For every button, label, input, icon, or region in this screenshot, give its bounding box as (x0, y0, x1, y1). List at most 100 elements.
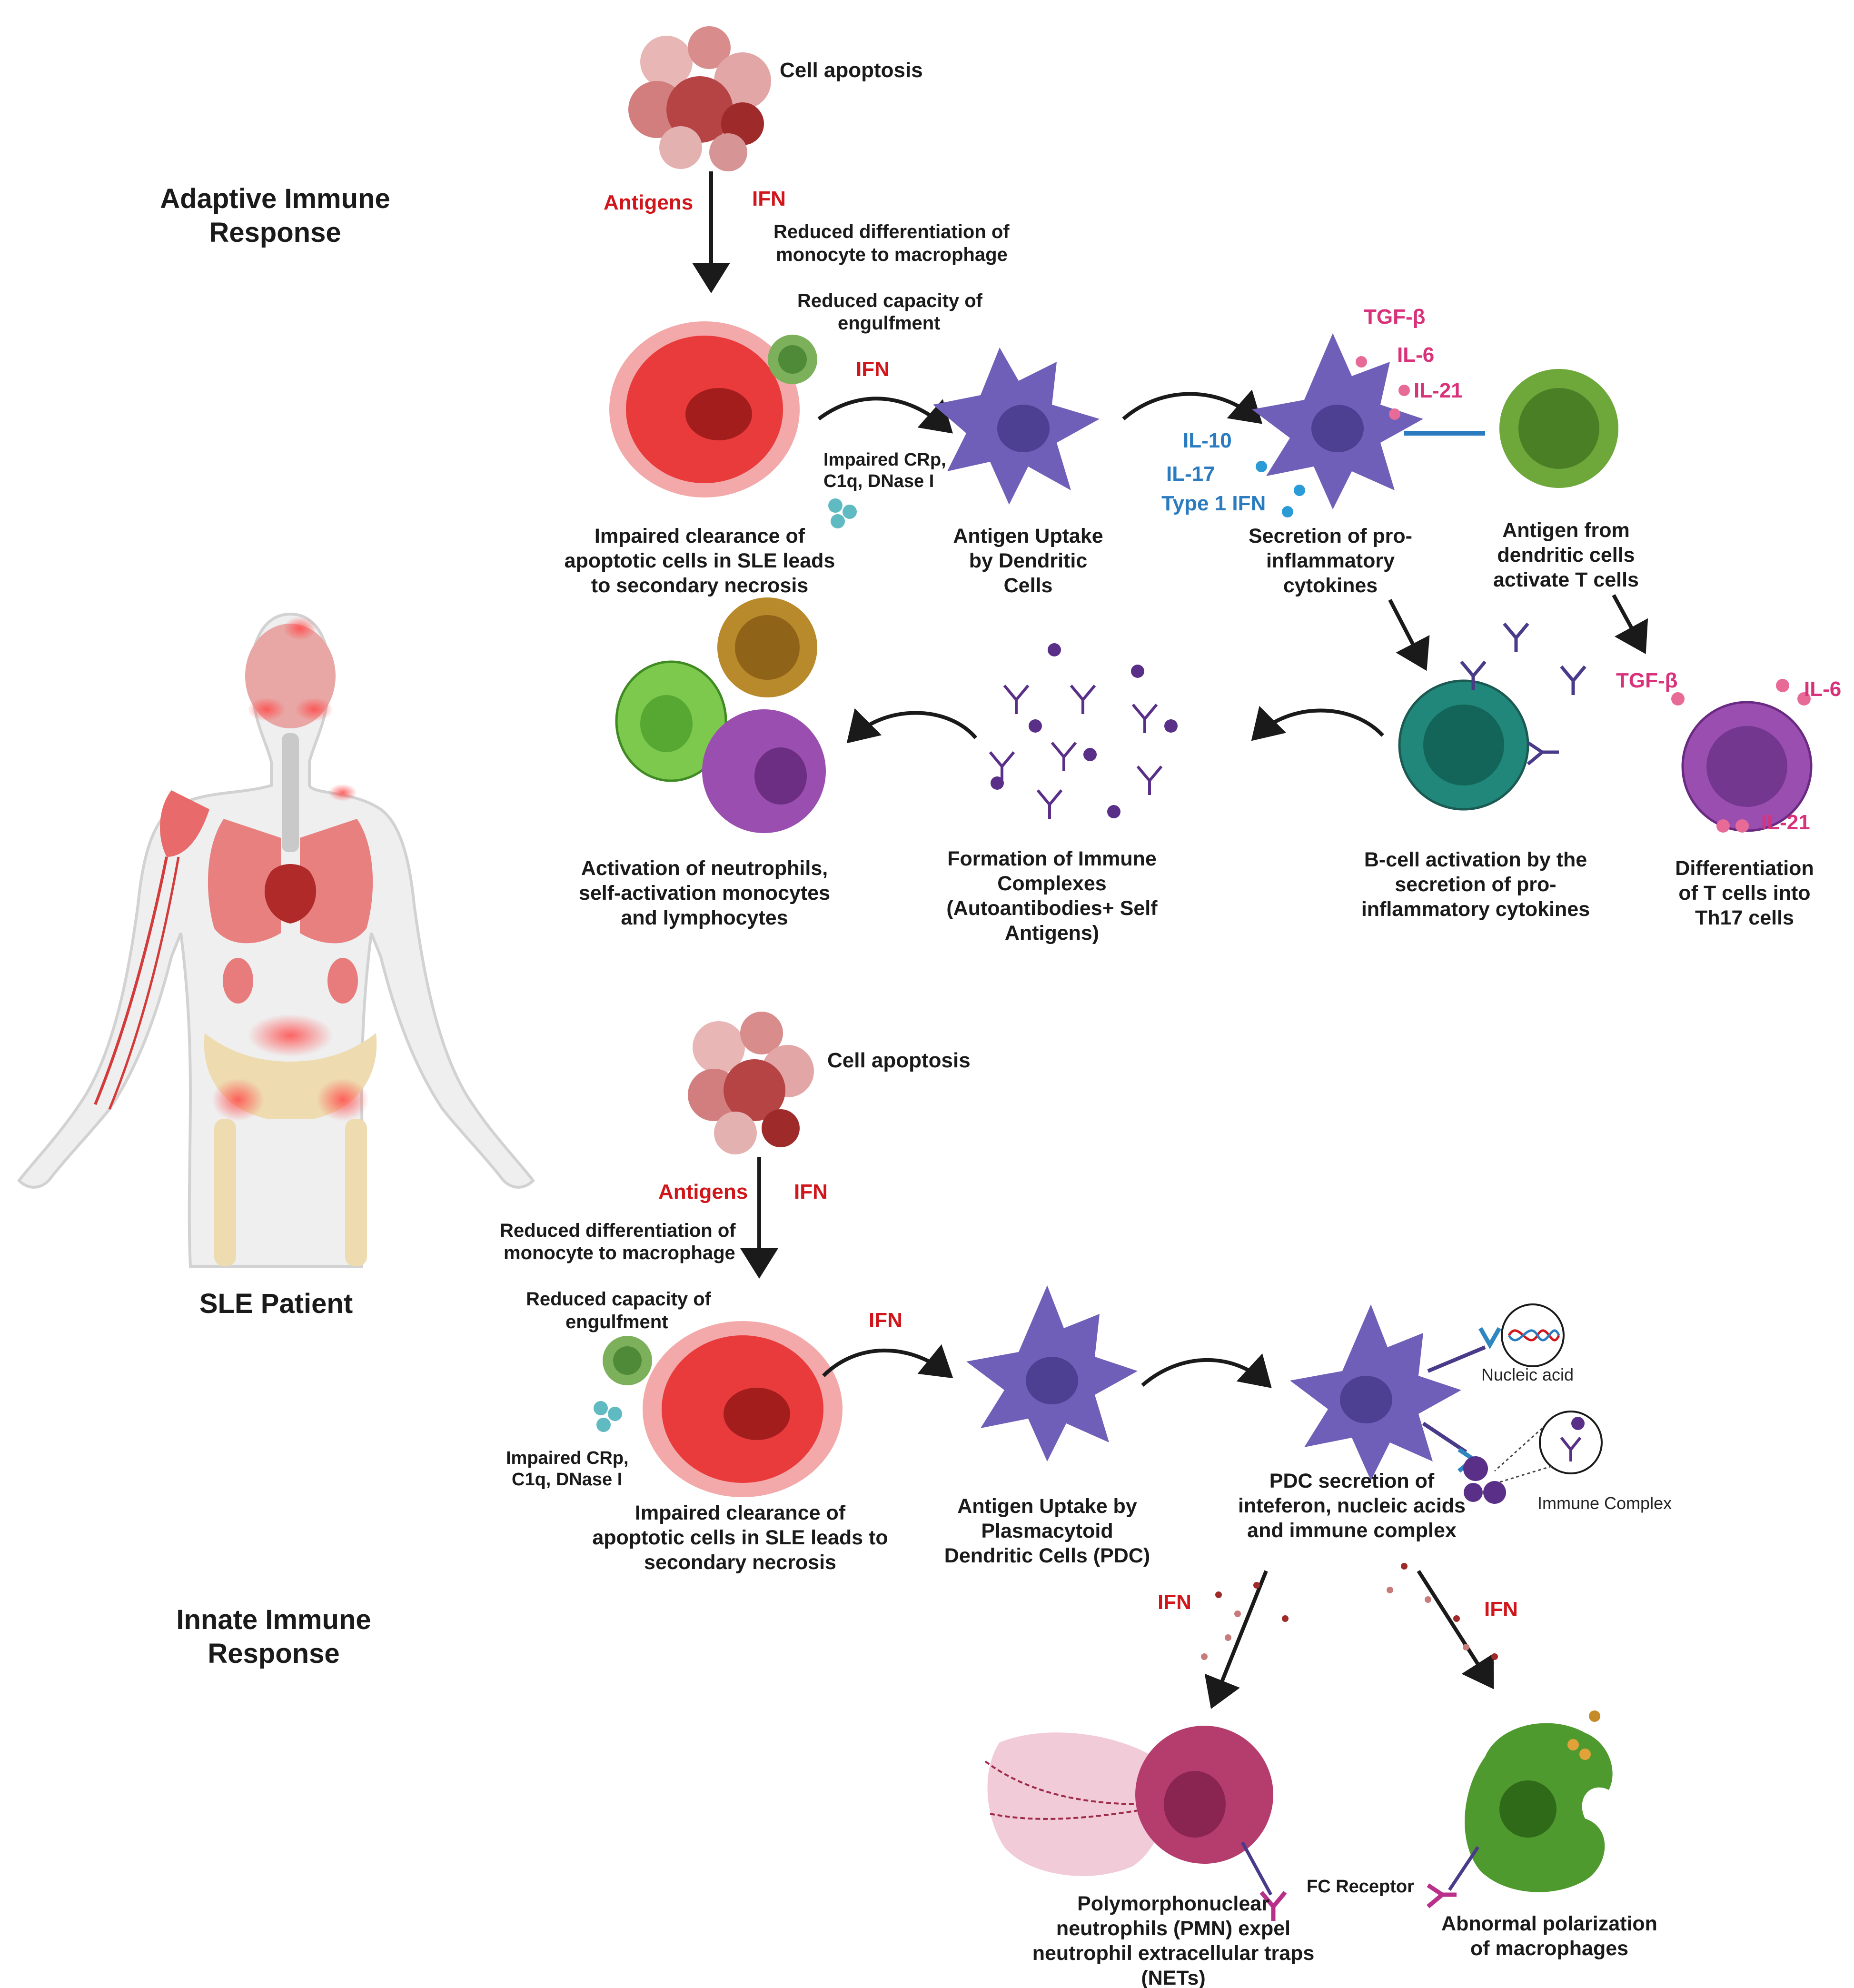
ifn-label-bottom-3: IFN (1158, 1590, 1191, 1614)
arrow-secretion-to-bcell (1388, 599, 1430, 671)
il6-label-top: IL-6 (1397, 343, 1434, 367)
reduced-capacity-bottom-line1: Reduced capacity of (526, 1289, 712, 1310)
apoptotic-cell-top (628, 26, 771, 171)
antigen-uptake-line1: Antigen Uptake (953, 525, 1103, 547)
il10-label: IL-10 (1183, 429, 1232, 452)
macrophage-line2: of macrophages (1470, 1937, 1628, 1960)
arrow-dc-to-dc2 (1122, 389, 1263, 424)
bcell-line3: inflammatory cytokines (1361, 898, 1590, 921)
activation-line1: Activation of neutrophils, (581, 857, 828, 880)
il17-label: IL-17 (1166, 462, 1215, 486)
antigens-label-top: Antigens (604, 191, 693, 214)
antigen-from-line1: Antigen from (1502, 519, 1630, 542)
arrow-complex-to-cells (846, 708, 978, 744)
necrotic-cell-top (609, 321, 817, 497)
il21-label-th17: IL-21 (1761, 811, 1810, 834)
crp-particles-top (828, 498, 857, 528)
ifn-particles-bottom (1201, 1563, 1498, 1660)
tgf-label-th17: TGF-β (1616, 669, 1678, 692)
reduced-diff-line1: Reduced differentiation of (773, 221, 1010, 242)
dendritic-cell-2 (1252, 333, 1485, 509)
dendritic-cell-1 (933, 348, 1100, 505)
pdc-line3: and immune complex (1247, 1519, 1457, 1542)
antigen-uptake-line2: by Dendritic (969, 549, 1088, 572)
impaired-crp-bottom-line2: C1q, DNase I (512, 1470, 622, 1490)
impaired-clearance-line1: Impaired clearance of (595, 525, 805, 547)
ifn-label-bottom-2: IFN (869, 1309, 902, 1332)
apoptotic-cell-bottom (688, 1012, 814, 1154)
type1ifn-label: Type 1 IFN (1161, 492, 1266, 515)
tgf-label-top: TGF-β (1364, 305, 1426, 328)
pmn-line3: neutrophil extracellular traps (1032, 1942, 1315, 1965)
differentiation-line2: of T cells into (1678, 882, 1810, 905)
cytokine-dots-blue-top (1256, 461, 1305, 517)
b-cell (1398, 622, 1586, 811)
secretion-line2: inflammatory (1266, 549, 1395, 572)
impaired-crp-bottom-line1: Impaired CRp, (506, 1448, 629, 1468)
reduced-diff-bottom-line2: monocyte to macrophage (504, 1242, 735, 1263)
dendritic-cell-3 (966, 1285, 1138, 1461)
pmn-line1: Polymorphonuclear (1077, 1892, 1269, 1915)
arrow-pdc-to-pmn (1204, 1570, 1268, 1709)
antigen-from-line3: activate T cells (1493, 568, 1639, 591)
antigen-uptake-bottom-line1: Antigen Uptake by (957, 1495, 1137, 1518)
immune-complex-icon (1463, 1411, 1603, 1504)
reduced-diff-bottom-line1: Reduced differentiation of (500, 1220, 736, 1241)
il21-label-top: IL-21 (1414, 379, 1463, 402)
ifn-label-2: IFN (856, 358, 890, 381)
pdc-line2: inteferon, nucleic acids (1238, 1494, 1466, 1517)
arrow-bcell-to-complex (1251, 706, 1384, 741)
immune-complexes (989, 643, 1178, 819)
antigen-uptake-line3: Cells (1004, 574, 1053, 597)
formation-line3: (Autoantibodies+ Self (946, 897, 1158, 920)
innate-heading-line2: Response (208, 1638, 339, 1669)
impaired-clearance-bottom-line2: apoptotic cells in SLE leads to (592, 1526, 888, 1549)
arrow-dc-to-pdc (1141, 1353, 1272, 1388)
th17-cell (1671, 679, 1813, 833)
immune-complex-label: Immune Complex (1537, 1493, 1672, 1513)
arrow-necrosis-to-dc (817, 397, 953, 434)
impaired-crp-line2: C1q, DNase I (823, 471, 934, 491)
immune-cells-cluster (615, 597, 826, 833)
crp-particles-bottom (594, 1401, 622, 1432)
formation-line1: Formation of Immune (947, 847, 1157, 870)
t-cell (1499, 369, 1618, 488)
ifn-label-bottom-4: IFN (1484, 1598, 1518, 1621)
impaired-clearance-bottom-line3: secondary necrosis (644, 1551, 836, 1574)
pmn-line4: (NETs) (1141, 1967, 1205, 1988)
antigen-from-line2: dendritic cells (1497, 544, 1635, 567)
antigen-uptake-bottom-line3: Dendritic Cells (PDC) (944, 1544, 1150, 1567)
ifn-label-bottom: IFN (794, 1180, 828, 1203)
bcell-line1: B-cell activation by the (1364, 848, 1587, 871)
reduced-capacity-line1: Reduced capacity of (797, 290, 983, 311)
fc-receptor-label: FC Receptor (1307, 1877, 1414, 1897)
reduced-capacity-line2: engulfment (838, 313, 941, 334)
activation-line2: self-activation monocytes (579, 882, 830, 905)
patient-figure (17, 612, 535, 1268)
pdc-line1: PDC secretion of (1269, 1470, 1435, 1492)
apoptosis-label-bottom: Cell apoptosis (827, 1049, 971, 1072)
arrow-tcell-to-th17 (1612, 594, 1648, 655)
nucleic-acid-label: Nucleic acid (1481, 1365, 1574, 1384)
activation-line3: and lymphocytes (621, 906, 788, 929)
adaptive-heading-line1: Adaptive Immune (160, 183, 390, 214)
cytokine-dots-pink-top (1356, 356, 1410, 420)
apoptosis-label-top: Cell apoptosis (780, 59, 923, 82)
pmn-cell (984, 1726, 1287, 1921)
dna-icon (1501, 1303, 1565, 1367)
formation-line4: Antigens) (1005, 922, 1099, 944)
arrow-pdc-to-macrophage (1417, 1570, 1494, 1690)
bcell-line2: secretion of pro- (1395, 873, 1556, 896)
ifn-label-top: IFN (752, 187, 786, 210)
pmn-line2: neutrophils (PMN) expel (1056, 1917, 1290, 1940)
secretion-line3: cytokines (1283, 574, 1378, 597)
antigens-label-bottom: Antigens (658, 1180, 748, 1203)
reduced-capacity-bottom-line2: engulfment (565, 1312, 668, 1332)
macrophage-cell (1427, 1710, 1613, 1908)
adaptive-heading-line2: Response (209, 217, 341, 248)
macrophage-line1: Abnormal polarization (1441, 1912, 1657, 1935)
il6-label-th17: IL-6 (1804, 677, 1841, 701)
patient-label: SLE Patient (199, 1288, 353, 1319)
secretion-line1: Secretion of pro- (1249, 525, 1412, 547)
impaired-clearance-bottom-line1: Impaired clearance of (635, 1501, 846, 1524)
